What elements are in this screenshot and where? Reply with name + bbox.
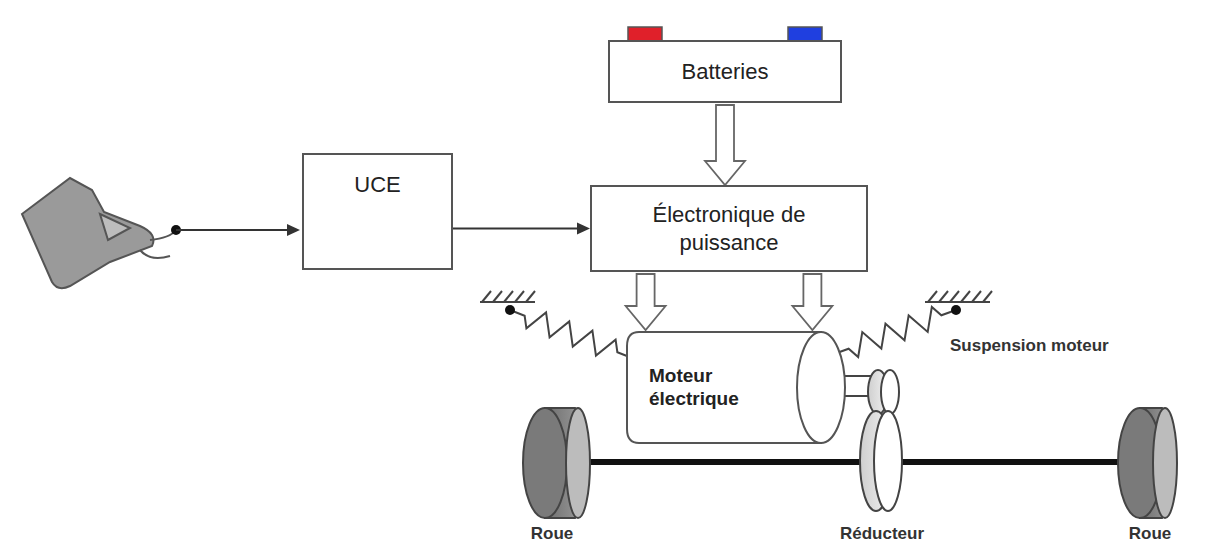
node-label: Batteries xyxy=(682,58,769,86)
node-label: Moteur électrique xyxy=(649,365,789,411)
power-flow-arrow xyxy=(792,274,832,330)
power-flow-arrow xyxy=(626,274,666,330)
arrowhead xyxy=(577,223,590,235)
ground-hatch xyxy=(480,291,992,302)
foot-pedal xyxy=(22,178,176,288)
axle xyxy=(580,459,1120,465)
node-label: UCE xyxy=(354,171,400,199)
wheel xyxy=(523,408,590,518)
pedal-arrowhead xyxy=(287,224,300,236)
pedal-signal-wire xyxy=(176,229,290,231)
signal-arrow xyxy=(453,228,578,230)
wheel xyxy=(1118,408,1177,518)
wheel-label: Roue xyxy=(1127,524,1174,544)
suspension-label: Suspension moteur xyxy=(948,336,1111,356)
node-label: Électronique de puissance xyxy=(614,201,844,256)
power-flow-arrow xyxy=(705,105,745,185)
power-electronics-box: Électronique de puissance xyxy=(590,185,868,272)
suspension-spring xyxy=(834,307,956,357)
electric-motor: Moteur électrique xyxy=(625,330,847,445)
spring-anchor xyxy=(951,305,961,315)
wheel-label: Roue xyxy=(529,524,576,544)
battery-box: Batteries xyxy=(608,40,842,103)
spring-anchor xyxy=(505,305,515,315)
control-unit-box: UCE xyxy=(302,153,453,270)
reducer-label: Réducteur xyxy=(838,524,926,544)
suspension-spring xyxy=(510,310,632,358)
